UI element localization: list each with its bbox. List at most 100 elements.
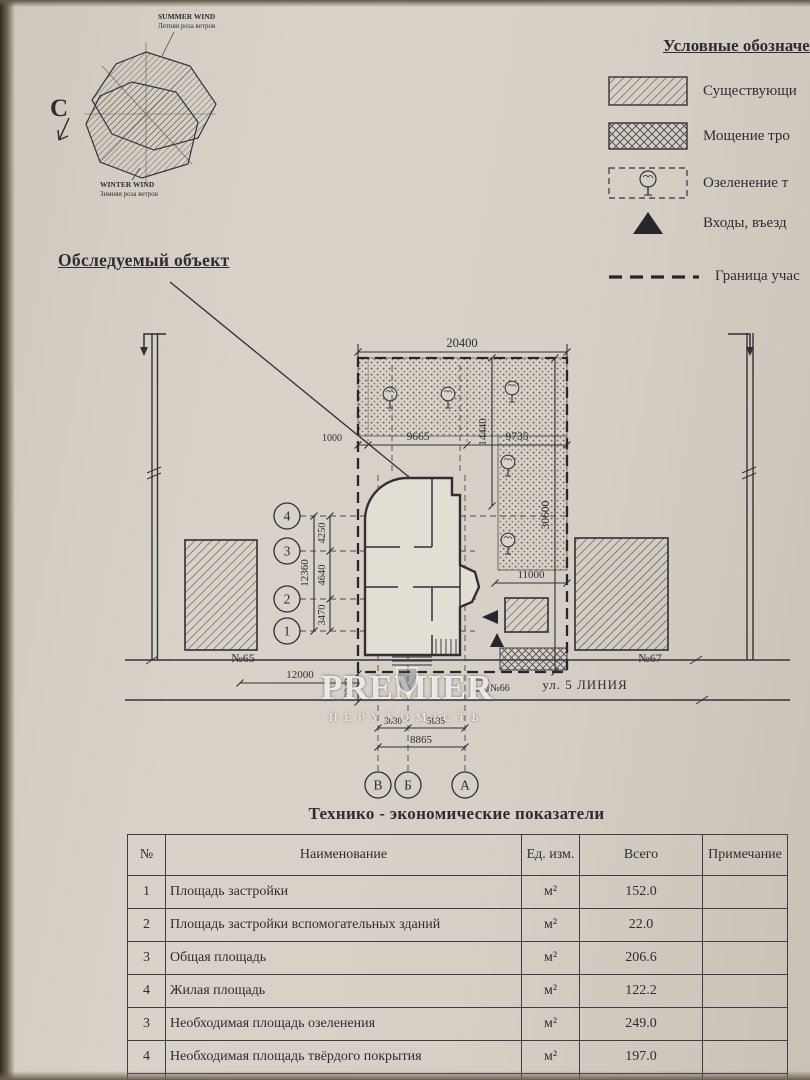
row-total: 152.0: [579, 875, 703, 909]
table-title: Технико - экономические показатели: [308, 804, 605, 823]
row-name: Площадь застройки вспомогательных зданий: [165, 908, 522, 942]
road-direction-arrows: [140, 333, 754, 356]
winter-wind-label-ru: Зимняя роза ветров: [100, 190, 159, 198]
row-note: [702, 1040, 788, 1074]
dim-right-width: 11000: [517, 569, 545, 581]
row-unit: м²: [521, 941, 580, 975]
house-66-marker: [473, 679, 489, 692]
header-unit: Ед. изм.: [521, 834, 580, 876]
entrance-arrow-icon: [482, 610, 498, 624]
callout-leader-line: [169, 281, 421, 487]
entrance-triangle-icon: [633, 212, 663, 234]
legend-item-paving: Мощение тро: [608, 122, 790, 150]
row-unit: м²: [521, 875, 580, 909]
header-num: №: [127, 834, 166, 876]
dim-axis-bottom-total: 8865: [410, 734, 433, 746]
dim-axis-2-1: 3470: [317, 605, 328, 626]
row-note: [702, 908, 788, 942]
row-note: [702, 941, 788, 975]
row-num: 4: [127, 974, 166, 1008]
winter-label-leader: [131, 167, 141, 181]
stairs-lines: [392, 639, 457, 666]
row-unit: м²: [521, 908, 580, 942]
axis-label-4: 4: [284, 509, 291, 524]
legend-item-label: Озеленение т: [703, 174, 789, 191]
legend-item-label: Входы, въезд: [703, 214, 787, 231]
dim-green-depth: 14440: [477, 418, 489, 446]
row-note: [702, 1007, 788, 1041]
table-row: 4 Жилая площадь м² 122.2: [127, 974, 788, 1008]
axis-label-v: В: [373, 778, 382, 793]
summer-wind-label-ru: Летняя роза ветров: [158, 22, 216, 30]
summer-label-leader: [161, 31, 175, 57]
row-name: Необходимая площадь озеленения: [165, 1007, 522, 1041]
row-note: [702, 875, 788, 909]
row-note: [702, 974, 788, 1008]
winter-wind-label-en: WINTER WIND: [100, 180, 155, 189]
table-row: 4 Необходимая площадь твёрдого покрытия …: [127, 1040, 788, 1074]
row-total: 249.0: [579, 1007, 703, 1041]
legend-item-label: Граница учас: [715, 268, 800, 284]
dim-axis-4-3: 4250: [317, 523, 328, 544]
row-unit: м²: [521, 974, 580, 1008]
dashed-line-swatch-icon: [609, 274, 699, 279]
north-letter: С: [50, 95, 68, 122]
axis-circles: [273, 502, 479, 799]
axis-label-3: 3: [284, 544, 291, 559]
auxiliary-building: [504, 597, 549, 633]
legend-item-greenery: Озеленение т: [608, 166, 788, 200]
dim-axis-b-a: 5835: [427, 716, 446, 726]
building-footprint: [363, 476, 481, 666]
axis-label-b: Б: [404, 778, 412, 793]
dim-green-right: 9735: [506, 431, 529, 443]
legend-item-existing-buildings: Существующи: [608, 76, 797, 106]
photo-edge-left: [0, 0, 15, 1080]
photo-edge-bottom: [0, 1071, 810, 1080]
row-num: 1: [127, 875, 166, 909]
legend-item-label: Существующи: [703, 82, 797, 99]
dim-site-depth: 30600: [540, 500, 552, 529]
dim-sidewalk: 3040: [344, 678, 354, 697]
axis-label-a: А: [460, 778, 470, 793]
row-total: 22.0: [579, 908, 703, 942]
row-name: Общая площадь: [165, 941, 522, 975]
row-num: 2: [127, 908, 166, 942]
neighbour-building-65: [184, 539, 258, 651]
axis-label-1: 1: [284, 624, 291, 639]
driveway-arrow-icon: [490, 633, 504, 647]
house-number-66: №66: [490, 683, 510, 694]
row-num: 3: [127, 1007, 166, 1041]
site-boundary: [356, 356, 569, 674]
table-row: 3 Общая площадь м² 206.6: [127, 941, 788, 975]
dim-axis-v-b: 3030: [384, 716, 403, 726]
header-note: Примечание: [702, 834, 788, 876]
paving-area: [499, 647, 568, 671]
neighbour-building-67: [574, 537, 669, 651]
wind-rose-diagram: SUMMER WIND Летняя роза ветров WINTER WI…: [50, 12, 217, 198]
dimension-lines: [236, 344, 571, 751]
header-name: Наименование: [165, 834, 522, 876]
legend-item-label: Мощение тро: [703, 127, 790, 144]
row-num: 4: [127, 1040, 166, 1074]
dim-green-left: 9665: [407, 431, 430, 443]
house-number-67: №67: [638, 651, 661, 665]
house-number-65: №65: [231, 651, 254, 665]
table-row: 1 Площадь застройки м² 152.0: [127, 875, 788, 909]
table-header-row: № Наименование Ед. изм. Всего Примечание: [127, 834, 788, 876]
winter-wind-rose-shape: [85, 81, 199, 179]
street-lines: [125, 333, 790, 705]
summer-wind-label-en: SUMMER WIND: [158, 12, 216, 21]
legend-title: Условные обозначения: [663, 36, 810, 55]
site-plan-drawing: 20400 1000 9665 9735 14440 30600 11000 4…: [125, 333, 790, 799]
row-name: Жилая площадь: [165, 974, 522, 1008]
row-unit: м²: [521, 1040, 580, 1074]
header-total: Всего: [579, 834, 703, 876]
row-name: Площадь застройки: [165, 875, 522, 909]
legend-item-entrances: Входы, въезд: [608, 210, 787, 236]
axis-circle-labels: 4 3 2 1 В Б А: [284, 509, 471, 793]
row-name: Необходимая площадь твёрдого покрытия: [165, 1040, 522, 1074]
table-row: 3 Необходимая площадь озеленения м² 249.…: [127, 1007, 788, 1041]
dim-left-width: 12000: [286, 669, 314, 681]
street-name: ул. 5 ЛИНИЯ: [542, 677, 627, 692]
